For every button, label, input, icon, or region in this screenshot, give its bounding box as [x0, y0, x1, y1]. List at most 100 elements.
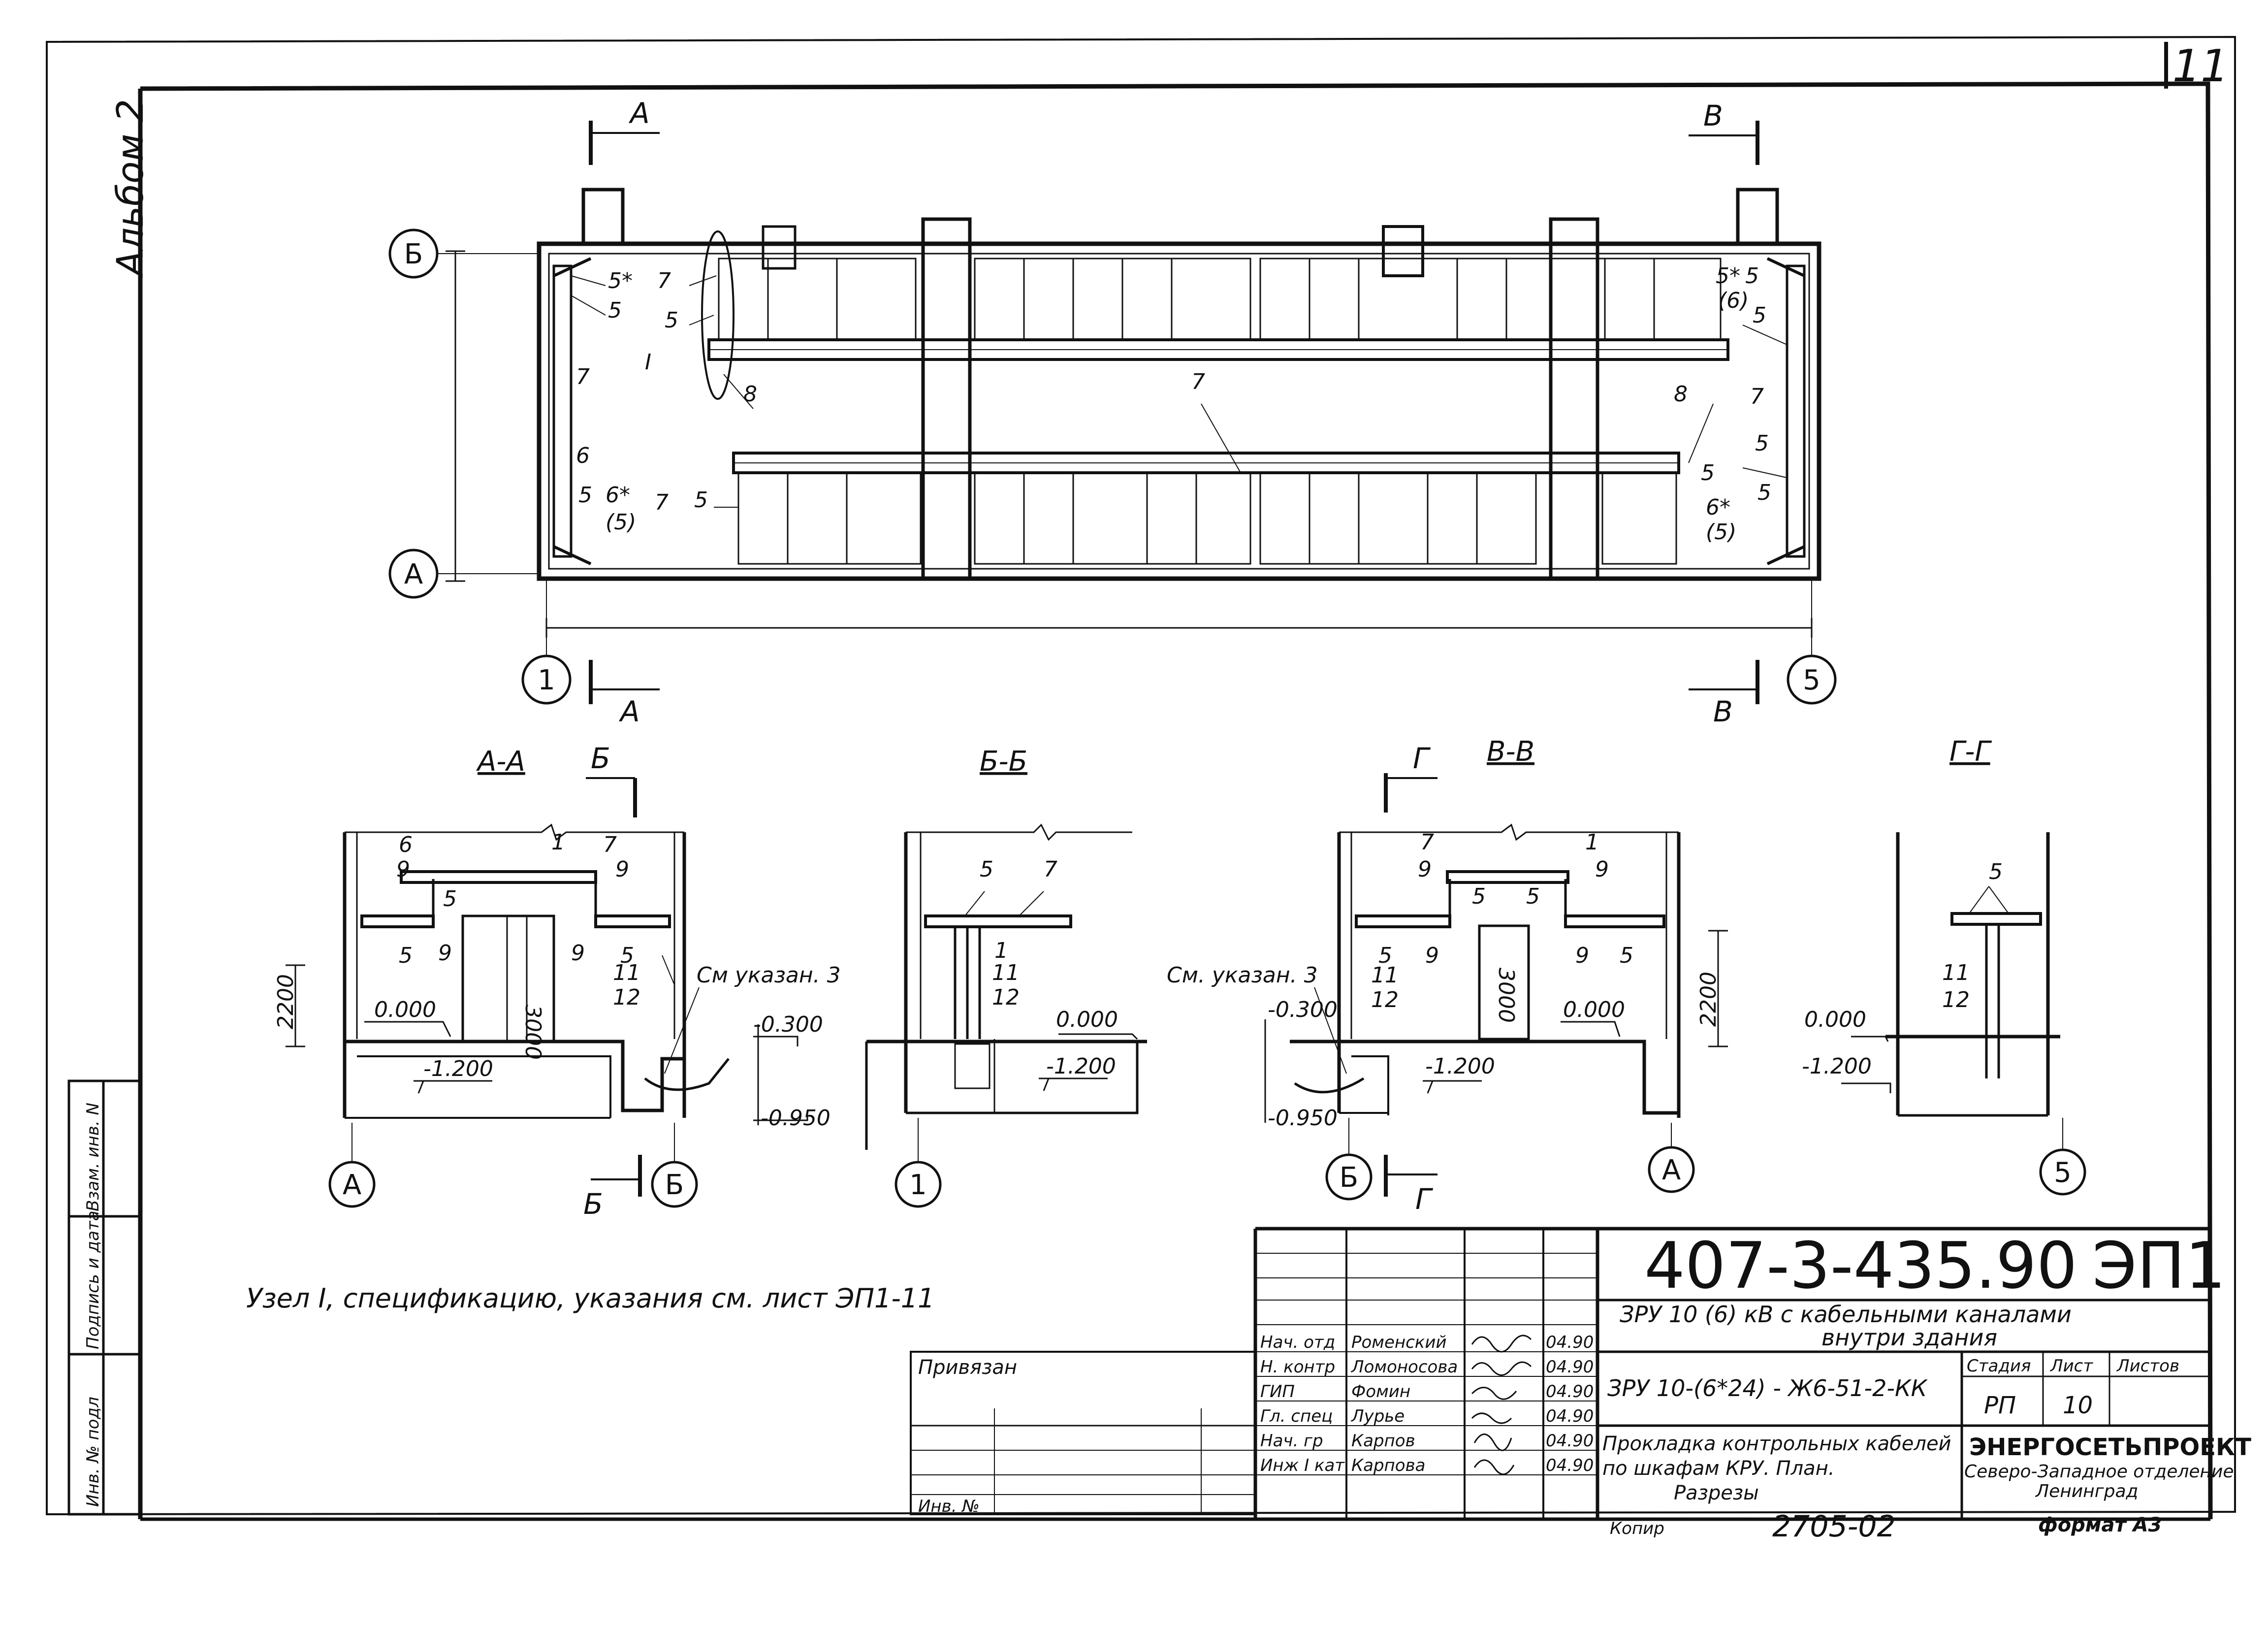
- callout: 11: [1371, 963, 1399, 988]
- plan-labels: A В A В Б A 1 5 5* 5 7 5 I 8 7 6 5 6* (5…: [404, 97, 1821, 728]
- section-gg-level-1200: -1.200: [1802, 1054, 1872, 1079]
- section-aa-level-1200: -1.200: [423, 1056, 493, 1081]
- title-block: [910, 1227, 2210, 1519]
- doc-sheet-code: ЭП1: [2092, 1228, 2226, 1303]
- callout: 7: [1750, 384, 1764, 409]
- side-stamp: [67, 1079, 142, 1516]
- callout: 5: [1753, 303, 1766, 328]
- axis-5-label: 5: [1803, 664, 1821, 696]
- callout: 5: [399, 943, 413, 968]
- date: 04.90: [1546, 1382, 1594, 1401]
- callout: (5): [1706, 520, 1736, 545]
- section-bb-title: Б-Б: [980, 746, 1027, 778]
- section-bb-level-0: 0.000: [1056, 1007, 1118, 1032]
- callout: 7: [1191, 369, 1205, 394]
- section-gg: [1841, 832, 2086, 1196]
- section-vv-level-950: -0.950: [1268, 1106, 1338, 1131]
- section-vv-level-1200: -1.200: [1425, 1054, 1495, 1079]
- album-label: Альбом 2: [109, 99, 152, 278]
- section-gg-labels: Г-Г 5 11 12 0.000 -1.200 5: [1802, 736, 2072, 1189]
- callout: 9: [571, 941, 585, 966]
- stage-label: Стадия: [1967, 1356, 2031, 1376]
- axis-1-label: 1: [538, 664, 555, 696]
- callout: 5: [694, 488, 708, 513]
- date: 04.90: [1546, 1431, 1594, 1451]
- section-gg-level-0: 0.000: [1804, 1007, 1866, 1032]
- org-name: ЭНЕРГОСЕТЬПРОЕКТ: [1969, 1434, 2251, 1461]
- callout: 5: [665, 308, 678, 333]
- callout: 12: [1371, 987, 1399, 1012]
- date: 04.90: [1546, 1456, 1594, 1475]
- callout: 6*: [606, 483, 630, 508]
- callout: 5: [1620, 943, 1633, 968]
- callout: 6: [576, 443, 590, 468]
- variant-code: ЗРУ 10-(6*24) - Ж6-51-2-КК: [1607, 1375, 1928, 1401]
- callout: 11: [613, 960, 640, 985]
- section-vv-height: 3000: [1494, 968, 1519, 1023]
- general-note: Узел I, спецификацию, указания см. лист …: [246, 1283, 935, 1314]
- section-aa-height: 3000: [520, 1005, 545, 1060]
- section-vv-labels: В-В Г Г 7 9 5 1 9 5 5 9 11 12 9 5 3000 2…: [1167, 736, 1721, 1216]
- callout: 8: [1674, 382, 1688, 407]
- project-title-1: ЗРУ 10 (6) кВ с кабельными каналами: [1620, 1301, 2072, 1328]
- axis-a-label: A: [404, 558, 423, 590]
- callout: 5: [1701, 460, 1715, 486]
- callout: 5: [1526, 884, 1540, 909]
- callout: 7: [603, 832, 617, 857]
- callout: 9: [1595, 857, 1609, 882]
- section-aa-level-300: -0.300: [753, 1012, 823, 1037]
- callout: 12: [992, 985, 1020, 1010]
- section-aa-level-0: 0.000: [374, 997, 436, 1022]
- section-aa-title: A-A: [476, 746, 525, 778]
- callout: (6): [1718, 288, 1749, 313]
- callout: 7: [657, 268, 671, 293]
- side-stamp-inv: Инв. № подл: [83, 1397, 103, 1507]
- side-stamp-sign: Подпись и дата: [83, 1210, 103, 1349]
- sheet-value: 10: [2063, 1392, 2093, 1419]
- callout: 5: [1378, 943, 1392, 968]
- name: Карпова: [1351, 1456, 1425, 1475]
- sheet-title-1: Прокладка контрольных кабелей: [1602, 1433, 1951, 1455]
- copy-number: 2705-02: [1772, 1509, 1896, 1544]
- section-vv: [1264, 773, 1728, 1201]
- callout: 5: [980, 857, 993, 882]
- bound-label: Привязан: [918, 1356, 1017, 1379]
- role: Н. контр: [1260, 1357, 1335, 1377]
- callout: 9: [615, 857, 629, 882]
- org-division: Северо-Западное отделение: [1964, 1462, 2234, 1482]
- callout: 5: [608, 298, 622, 323]
- section-gg-title: Г-Г: [1949, 736, 1992, 768]
- callout: 1: [994, 938, 1008, 963]
- section-vv-title: В-В: [1487, 736, 1534, 768]
- format-label: формат A3: [2038, 1514, 2162, 1536]
- stage-value: РП: [1984, 1392, 2016, 1419]
- section-vv-axis-left: Б: [1340, 1162, 1358, 1194]
- callout: 5: [1745, 263, 1759, 289]
- role: ГИП: [1260, 1382, 1295, 1401]
- role: Гл. спец: [1260, 1406, 1333, 1426]
- section-bb: [865, 823, 1147, 1208]
- section-vv-level-300: -0.300: [1268, 997, 1338, 1022]
- section-aa-labels: A-A Б Б 6 9 1 7 9 5 9 5 9 5 11 12 3000 2…: [273, 742, 841, 1221]
- section-vv-dim-2200: 2200: [1696, 972, 1721, 1027]
- cut-mark-v-bottom: В: [1713, 695, 1733, 728]
- section-aa: [286, 777, 808, 1208]
- callout: 5: [620, 943, 634, 968]
- cut-mark-a-bottom: A: [618, 695, 640, 728]
- doc-code: 407-3-435.90: [1644, 1228, 2077, 1303]
- section-aa-cut-bottom: Б: [583, 1187, 603, 1221]
- name: Карпов: [1351, 1431, 1415, 1451]
- section-aa-level-950: -0.950: [761, 1106, 831, 1131]
- callout: 12: [1942, 987, 1970, 1012]
- name: Лурье: [1350, 1406, 1405, 1426]
- callout: 1: [1585, 830, 1599, 855]
- role: Инж I кат: [1260, 1456, 1345, 1475]
- name: Ломоносова: [1350, 1357, 1458, 1377]
- sheet-title-3: Разрезы: [1674, 1482, 1759, 1504]
- title-block-text: 407-3-435.90 ЭП1 ЗРУ 10 (6) кВ с кабельн…: [918, 1228, 2251, 1544]
- date: 04.90: [1546, 1357, 1594, 1377]
- callout: 7: [655, 490, 669, 515]
- copy-label: Копир: [1610, 1519, 1664, 1538]
- callout: 9: [1425, 943, 1439, 968]
